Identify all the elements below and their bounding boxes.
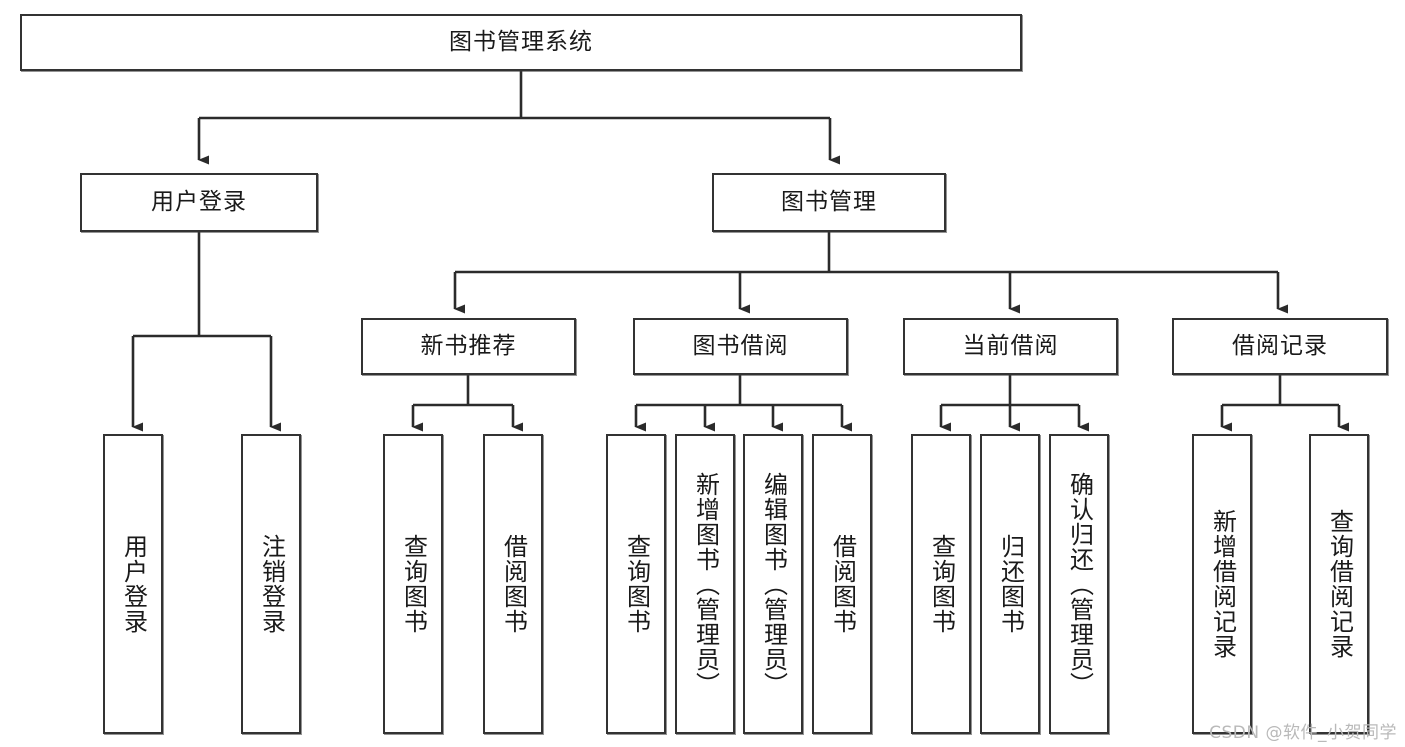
leaf-book-borrow-2[interactable]: 编辑图书（管理员） [743,434,803,734]
node-book-management-label: 图书管理 [781,188,877,215]
node-user-login[interactable]: 用户登录 [80,173,318,232]
node-root[interactable]: 图书管理系统 [20,14,1022,71]
leaf-user-login-0[interactable]: 用户登录 [103,434,163,734]
leaf-new-book-1[interactable]: 借阅图书 [483,434,543,734]
node-book-borrow-label: 图书借阅 [692,332,789,359]
node-current-borrow-label: 当前借阅 [962,332,1059,359]
leaf-user-login-0-label: 用户登录 [119,534,148,634]
leaf-current-borrow-2[interactable]: 确认归还（管理员） [1049,434,1109,734]
leaf-book-borrow-3[interactable]: 借阅图书 [812,434,872,734]
leaf-borrow-records-0-label: 新增借阅记录 [1208,509,1237,659]
leaf-current-borrow-0[interactable]: 查询图书 [911,434,971,734]
leaf-current-borrow-2-label: 确认归还（管理员） [1065,471,1094,697]
node-new-book-recommend-label: 新书推荐 [420,332,517,359]
node-new-book-recommend[interactable]: 新书推荐 [361,318,576,375]
leaf-book-borrow-0-label: 查询图书 [622,534,651,634]
node-borrow-records[interactable]: 借阅记录 [1172,318,1388,375]
leaf-user-login-1-label: 注销登录 [257,534,286,634]
leaf-book-borrow-1-label: 新增图书（管理员） [691,471,720,697]
node-book-borrow[interactable]: 图书借阅 [633,318,848,375]
leaf-book-borrow-2-label: 编辑图书（管理员） [759,471,788,697]
leaf-book-borrow-3-label: 借阅图书 [828,534,857,634]
csdn-watermark: CSDN @软件_小贺同学 [1209,723,1397,743]
leaf-new-book-0-label: 查询图书 [399,534,428,634]
node-root-label: 图书管理系统 [449,28,593,55]
leaf-current-borrow-1-label: 归还图书 [996,534,1025,634]
leaf-book-borrow-0[interactable]: 查询图书 [606,434,666,734]
leaf-current-borrow-0-label: 查询图书 [927,534,956,634]
node-user-login-label: 用户登录 [151,188,247,215]
leaf-borrow-records-0[interactable]: 新增借阅记录 [1192,434,1252,734]
leaf-new-book-1-label: 借阅图书 [499,534,528,634]
node-borrow-records-label: 借阅记录 [1232,332,1328,359]
node-book-management[interactable]: 图书管理 [712,173,946,232]
leaf-borrow-records-1-label: 查询借阅记录 [1325,509,1354,659]
leaf-current-borrow-1[interactable]: 归还图书 [980,434,1040,734]
leaf-user-login-1[interactable]: 注销登录 [241,434,301,734]
leaf-new-book-0[interactable]: 查询图书 [383,434,443,734]
node-current-borrow[interactable]: 当前借阅 [903,318,1118,375]
leaf-borrow-records-1[interactable]: 查询借阅记录 [1309,434,1369,734]
leaf-book-borrow-1[interactable]: 新增图书（管理员） [675,434,735,734]
